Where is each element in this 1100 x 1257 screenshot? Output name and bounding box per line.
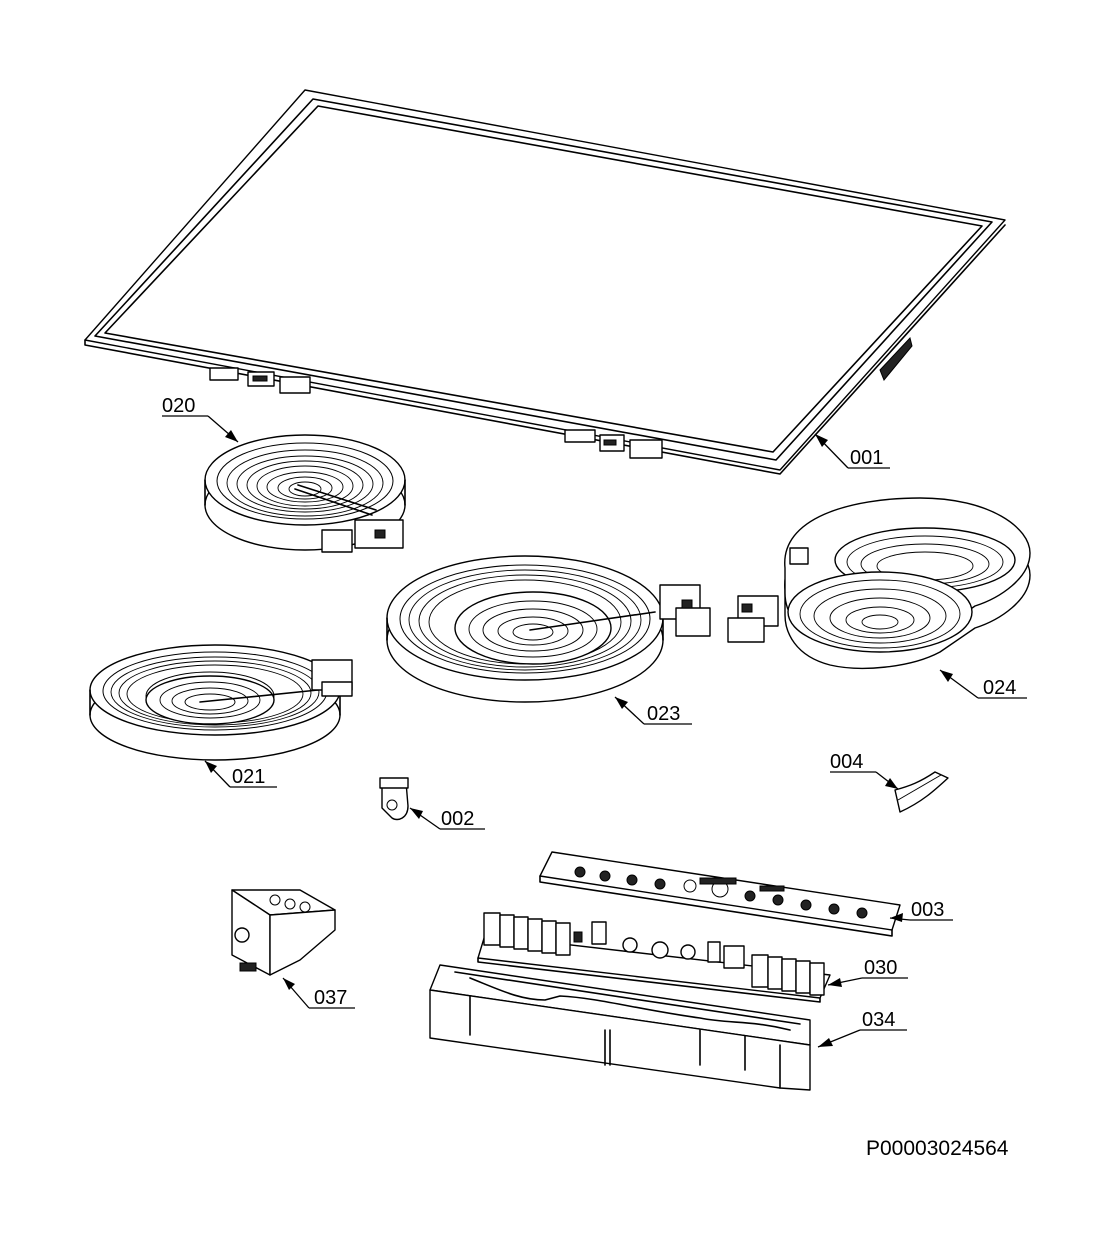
label-024: 024 (983, 677, 1016, 699)
label-037: 037 (314, 987, 347, 1009)
document-id: P00003024564 (866, 1137, 1009, 1160)
callout-003: 003 (889, 899, 953, 922)
heater-021-connector (311, 659, 353, 697)
label-020: 020 (162, 395, 195, 417)
label-023: 023 (647, 703, 680, 725)
label-034: 034 (862, 1009, 895, 1031)
pcb-030-components (573, 921, 745, 969)
callout-030: 030 (827, 957, 908, 987)
label-030: 030 (864, 957, 897, 979)
pcb-003-components (574, 866, 868, 919)
part-002-clip (379, 777, 409, 821)
label-004: 004 (830, 751, 863, 773)
glass-tab-right (564, 429, 663, 459)
callout-004: 004 (830, 751, 899, 790)
label-002: 002 (441, 808, 474, 830)
part-020-heater-small (204, 434, 406, 553)
part-003-control-pcb (539, 851, 901, 937)
glass-tab-side (879, 336, 913, 381)
callout-001: 001 (814, 433, 890, 469)
pcb-030-relays (483, 912, 825, 996)
callout-023: 023 (614, 696, 692, 725)
callout-034: 034 (817, 1009, 907, 1048)
part-030-power-pcb (477, 912, 831, 1003)
part-001-glass-top (84, 89, 1006, 475)
heater-024-connector (727, 547, 809, 643)
glass-tab-left (209, 367, 311, 394)
callout-037: 037 (282, 977, 355, 1009)
part-037-terminal-block (231, 889, 336, 976)
part-004-ribbon-cable (894, 771, 949, 813)
part-034-housing (429, 964, 811, 1091)
callout-024: 024 (939, 669, 1027, 699)
callout-002: 002 (409, 807, 485, 830)
part-024-heater-oval (727, 497, 1031, 669)
heater-020-connector (321, 519, 404, 553)
callout-021: 021 (204, 760, 277, 788)
label-001: 001 (850, 447, 883, 469)
heater-023-connector (659, 584, 711, 637)
label-021: 021 (232, 766, 265, 788)
callout-020: 020 (162, 395, 239, 443)
part-021-heater-dual-left (89, 644, 353, 761)
label-003: 003 (911, 899, 944, 921)
part-023-heater-dual-center (386, 555, 711, 703)
